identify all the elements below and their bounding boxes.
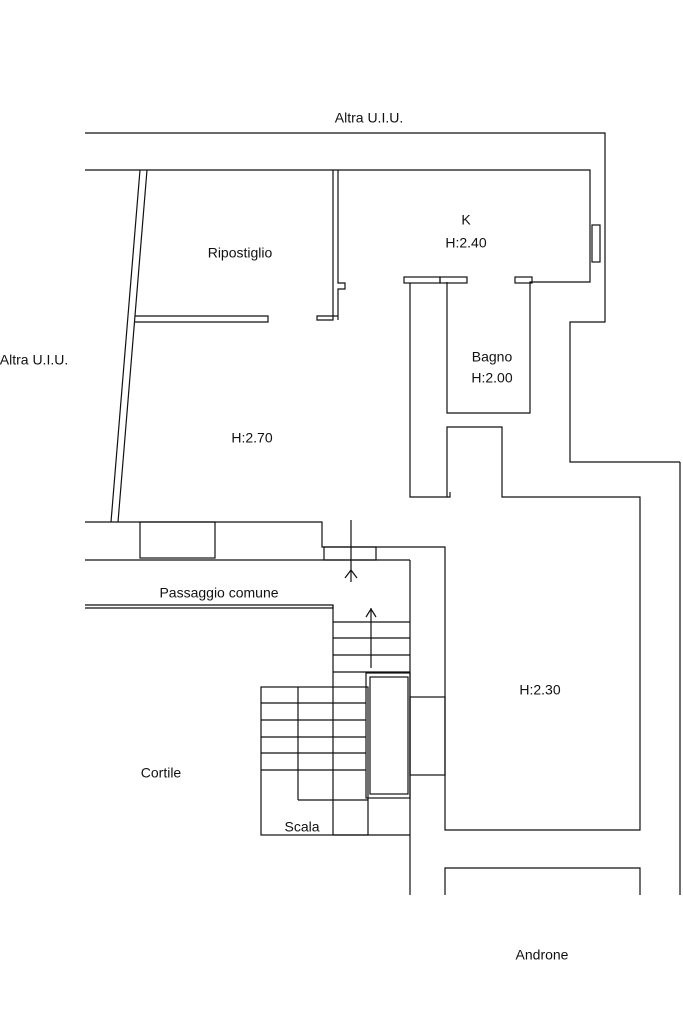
label-right-room-height: H:2.30 [519, 681, 561, 698]
label-left-neighbor: Altra U.I.U. [0, 351, 69, 368]
inner-wall-top [85, 169, 591, 414]
label-stairs: Scala [284, 818, 320, 835]
label-shared-passage: Passaggio comune [159, 584, 279, 601]
window [591, 224, 601, 263]
label-entrance-hall: Androne [515, 946, 569, 963]
label-top-neighbor: Altra U.I.U. [334, 109, 404, 126]
label-storage: Ripostiglio [207, 244, 273, 261]
label-kitchen: K [461, 211, 471, 228]
outer-wall-top [85, 132, 680, 463]
label-bathroom-height: H:2.00 [471, 369, 513, 386]
label-courtyard: Cortile [140, 764, 182, 781]
label-bathroom: Bagno [471, 348, 513, 365]
label-main-room-height: H:2.70 [231, 429, 273, 446]
label-kitchen-height: H:2.40 [445, 234, 487, 251]
handrail [365, 672, 411, 799]
